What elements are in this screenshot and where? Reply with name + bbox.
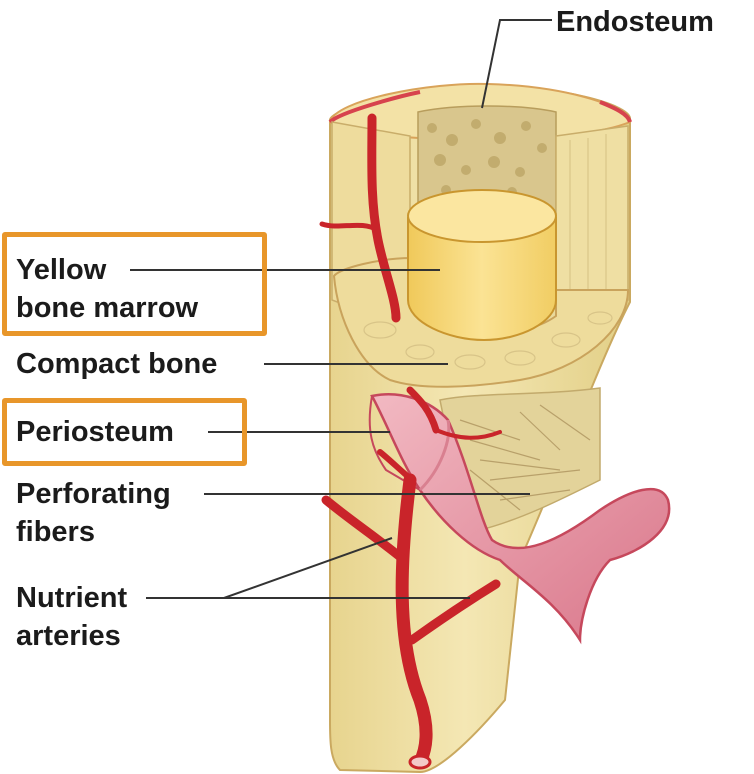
leader-endosteum [481, 19, 552, 109]
highlight-yellow-bone-marrow [2, 232, 267, 336]
nutrient-arteries [319, 113, 502, 770]
highlight-periosteum [2, 398, 247, 466]
label-nutrient-line1: Nutrient [16, 582, 128, 614]
label-yellow-marrow-line1: Yellow [16, 254, 107, 286]
label-perforating-line1: Perforating [16, 478, 171, 510]
label-yellow-marrow-line2: bone marrow [16, 292, 199, 324]
label-compact-bone: Compact bone [16, 348, 218, 380]
label-nutrient-line2: arteries [16, 620, 121, 652]
label-perforating-line2: fibers [16, 516, 95, 548]
spongy-bone-top [417, 105, 557, 211]
yellow-marrow-cylinder [407, 189, 557, 342]
compact-bone-cut-face [555, 125, 629, 301]
label-periosteum: Periosteum [16, 416, 174, 448]
label-endosteum: Endosteum [556, 6, 714, 38]
leader-lines [130, 19, 552, 599]
